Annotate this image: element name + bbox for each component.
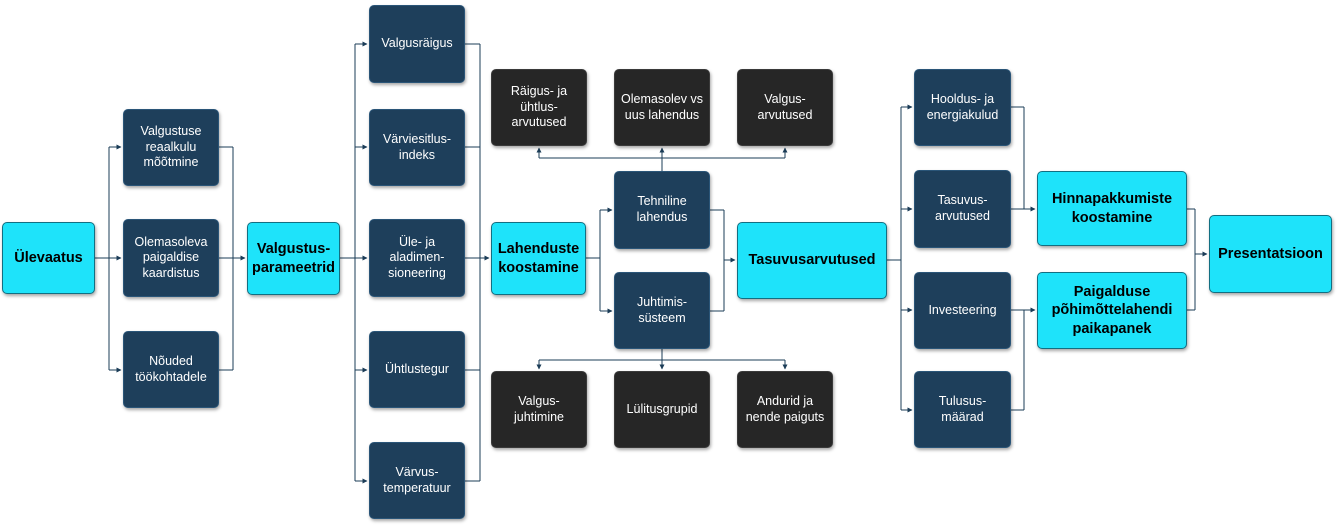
node-tehniline-lahendus: Tehniline lahendus (614, 171, 710, 249)
node-noudede-tookohtadele: Nõuded töökohtadele (123, 331, 219, 408)
node-presentatsioon: Presentatsioon (1209, 215, 1332, 293)
node-valgusarvutused: Valgus- arvutused (737, 69, 833, 146)
node-olemasolev-vs-uus: Olemasolev vs uus lahendus (614, 69, 710, 146)
node-valgusraigus: Valgusräigus (369, 5, 465, 83)
node-andurid: Andurid ja nende paiguts (737, 371, 833, 448)
node-hinnapakkumiste-koostamine: Hinnapakkumiste koostamine (1037, 171, 1187, 246)
node-tasuvusarvutused-main: Tasuvusarvutused (737, 222, 887, 299)
node-raigus-uhtlusarvutused: Räigus- ja ühtlus- arvutused (491, 69, 587, 146)
node-paigalduse-pohimotte: Paigalduse põhimõttelahendi paikapanek (1037, 272, 1187, 349)
node-valgustusparameetrid: Valgustus- parameetrid (247, 222, 340, 295)
node-tulusus-maarad: Tulusus- määrad (914, 371, 1011, 448)
node-ule-aladimensioneering: Üle- ja aladimen- sioneering (369, 219, 465, 297)
node-valgustuse-reaalkulu: Valgustuse reaalkulu mõõtmine (123, 109, 219, 186)
node-ulevaatus: Ülevaatus (2, 222, 95, 294)
node-lulitusgrupid: Lülitusgrupid (614, 371, 710, 448)
node-lahenduste-koostamine: Lahenduste koostamine (491, 222, 586, 295)
node-varviesitlusindeks: Värviesitlus- indeks (369, 109, 465, 186)
node-juhtimissusteem: Juhtimis- süsteem (614, 272, 710, 349)
node-tasuvusarvutused-sub: Tasuvus- arvutused (914, 170, 1011, 248)
node-valgusjuhtimine: Valgus- juhtimine (491, 371, 587, 448)
node-varvustemperatuur: Värvus- temperatuur (369, 442, 465, 519)
node-hooldus-energiakulud: Hooldus- ja energiakulud (914, 69, 1011, 146)
node-investeering: Investeering (914, 272, 1011, 349)
node-olemasoleva-paigaldise: Olemasoleva paigaldise kaardistus (123, 219, 219, 297)
node-uhtlustegur: Ühtlustegur (369, 331, 465, 408)
